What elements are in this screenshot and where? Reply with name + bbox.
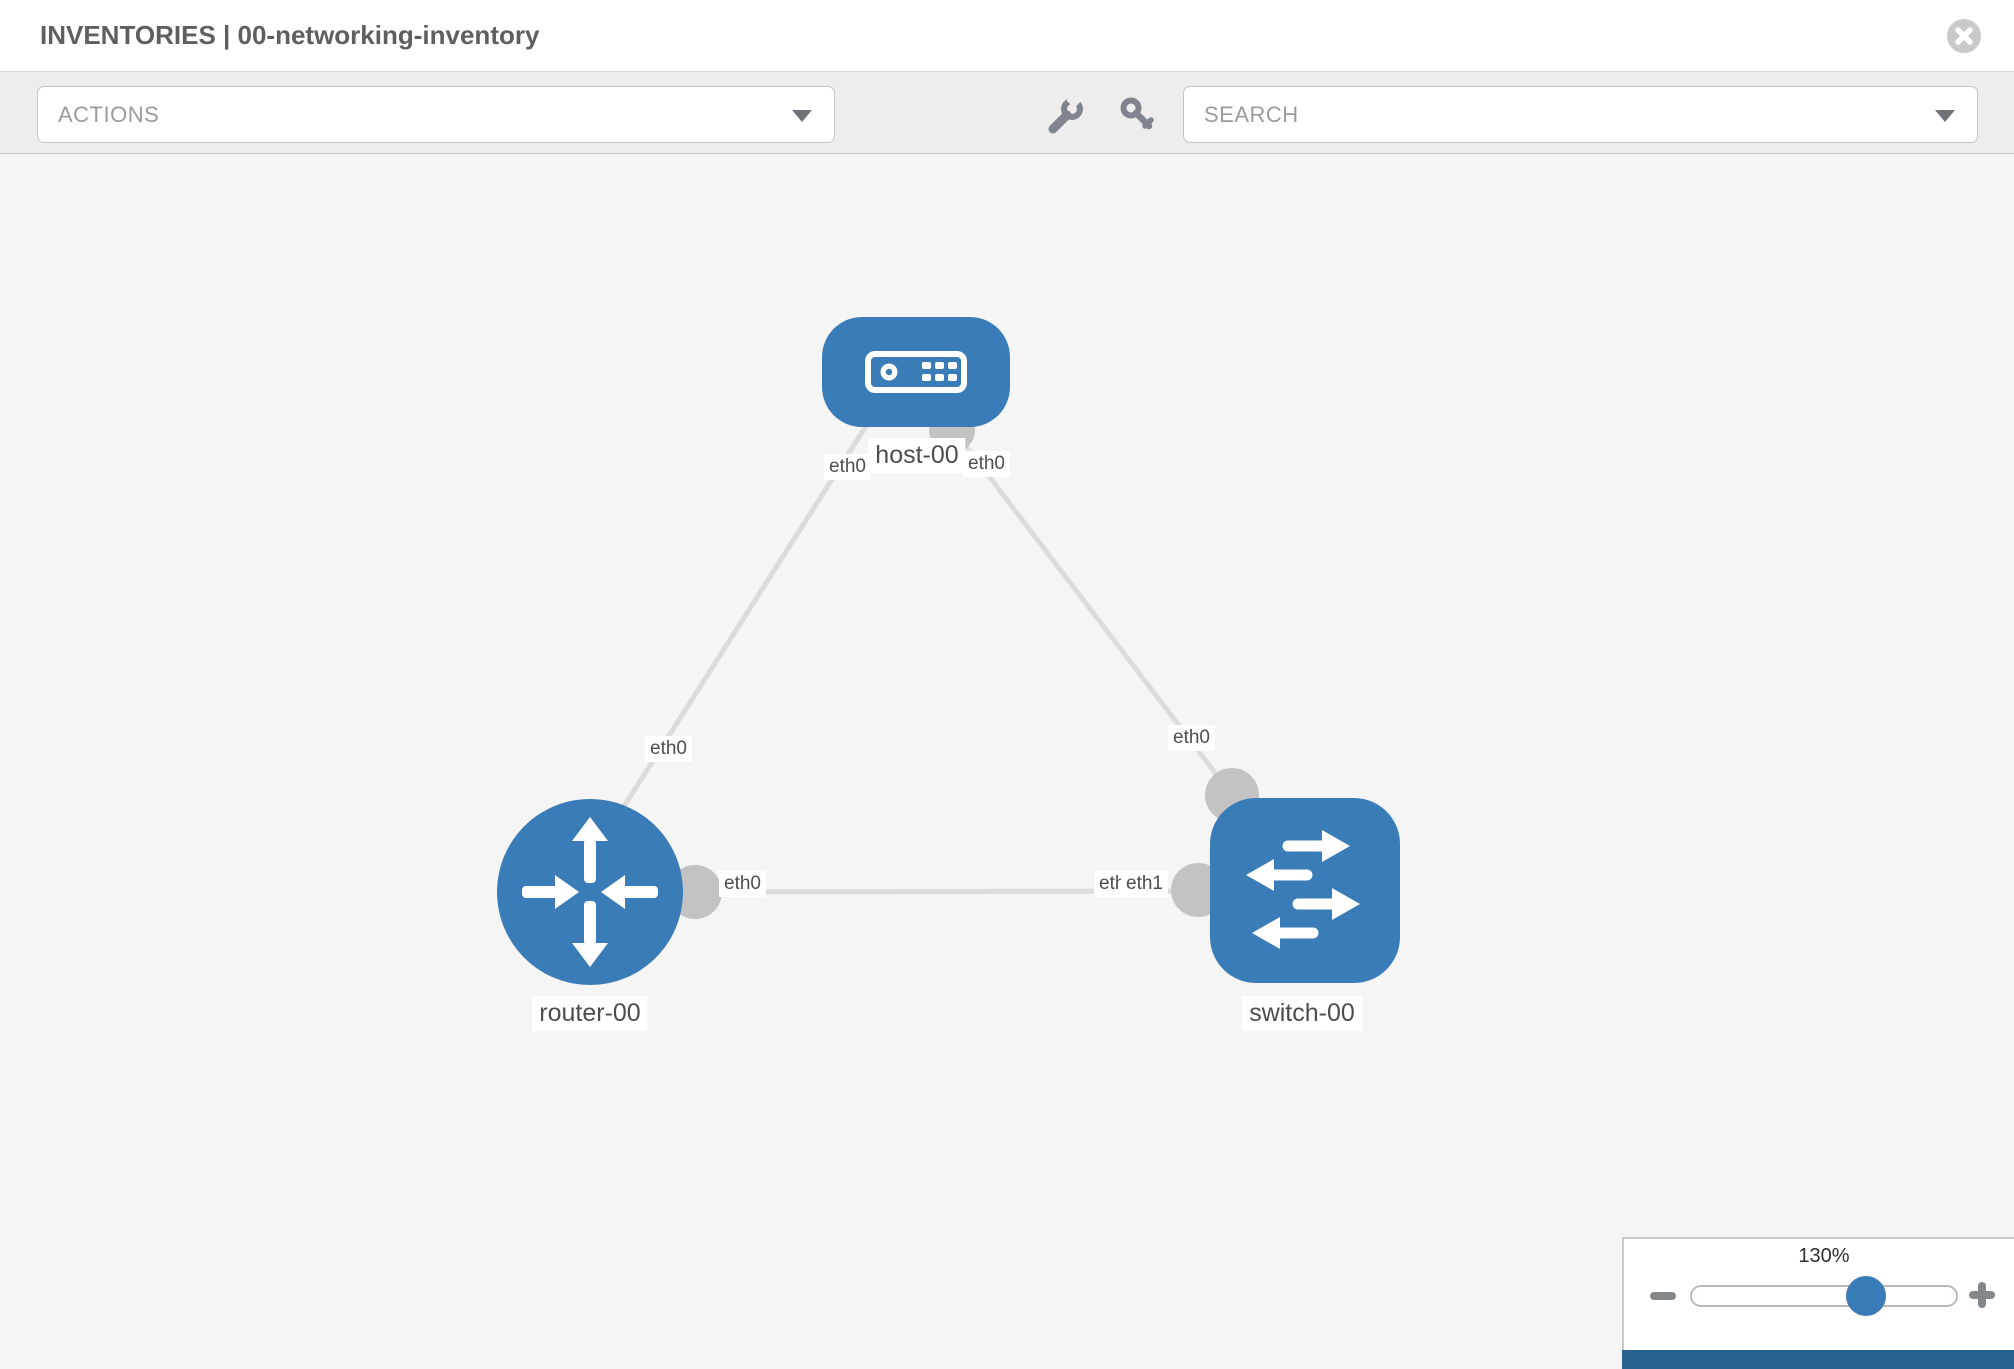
interface-label-switch-to-router: eth1 [1121, 871, 1168, 897]
node-switch-00[interactable] [1210, 798, 1400, 983]
caret-down-icon [792, 110, 812, 122]
interface-label-switch-to-host: eth0 [1168, 725, 1215, 751]
credentials-button[interactable] [1114, 86, 1160, 143]
zoom-slider-thumb[interactable] [1846, 1276, 1886, 1316]
wrench-icon [1042, 91, 1088, 146]
zoom-panel: 130% [1622, 1237, 2014, 1369]
node-host-00[interactable] [822, 317, 1010, 427]
zoom-slider[interactable] [1690, 1285, 1958, 1307]
interface-label-host-to-router: eth0 [824, 454, 871, 480]
interface-label-router-to-switch: eth0 [719, 871, 766, 897]
header: INVENTORIES | 00-networking-inventory [0, 0, 2014, 72]
caret-down-icon [1935, 110, 1955, 122]
configure-button[interactable] [1042, 86, 1088, 143]
node-label-switch: switch-00 [1242, 996, 1362, 1031]
zoom-panel-accent-bar [1622, 1350, 2014, 1369]
zoom-in-button[interactable] [1967, 1278, 1997, 1308]
interface-label-host-to-switch: eth0 [963, 451, 1010, 477]
minus-icon [1650, 1292, 1676, 1300]
node-label-host: host-00 [868, 438, 966, 473]
close-button[interactable] [1946, 18, 1982, 54]
node-label-router: router-00 [532, 996, 648, 1031]
node-router-00[interactable] [497, 799, 683, 985]
page-title: INVENTORIES | 00-networking-inventory [40, 20, 540, 50]
topology-canvas[interactable]: host-00 router-00 switch-00 eth0 eth0 et… [0, 154, 2014, 1369]
actions-dropdown-label: ACTIONS [58, 102, 160, 127]
search-dropdown[interactable]: SEARCH [1183, 86, 1978, 143]
interface-label-router-to-host: eth0 [645, 736, 692, 762]
zoom-out-button[interactable] [1648, 1281, 1678, 1311]
zoom-level: 130% [1798, 1245, 1850, 1267]
key-icon [1114, 97, 1160, 146]
toolbar: ACTIONS SEARCH [0, 72, 2014, 154]
close-icon [1946, 19, 1982, 57]
actions-dropdown[interactable]: ACTIONS [37, 86, 835, 143]
search-dropdown-label: SEARCH [1204, 102, 1299, 127]
